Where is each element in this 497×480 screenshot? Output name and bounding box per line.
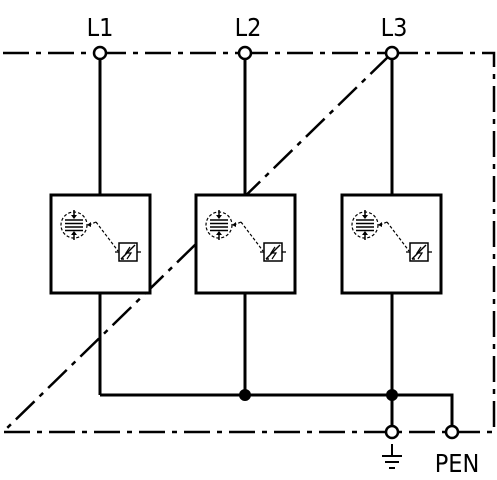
terminal-pen[interactable]	[444, 424, 460, 440]
enclosure-outline	[0, 51, 496, 434]
surge-module-l1	[49, 193, 152, 295]
label-l2: L2	[235, 13, 262, 42]
terminal-l2[interactable]	[237, 45, 253, 61]
label-l3: L3	[381, 13, 408, 42]
junction-node	[386, 389, 398, 401]
earth-ground-icon	[382, 444, 402, 469]
surge-module-l2	[194, 193, 297, 295]
terminal-ground[interactable]	[384, 424, 400, 440]
junction-node	[239, 389, 251, 401]
label-l1: L1	[87, 13, 114, 42]
terminal-l3[interactable]	[384, 45, 400, 61]
label-pen: PEN	[435, 449, 480, 478]
terminal-l1[interactable]	[92, 45, 108, 61]
surge-module-l3	[340, 193, 443, 295]
